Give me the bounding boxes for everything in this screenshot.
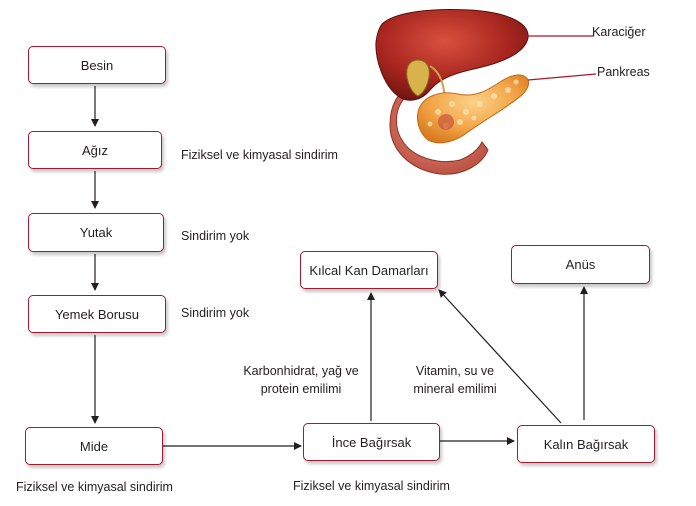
note-yutak: Sindirim yok [181, 229, 250, 243]
node-yemek-borusu: Yemek Borusu [28, 295, 166, 333]
arrow-kalin-kilcal [438, 289, 562, 424]
note-kalin-absorption: Vitamin, su ve mineral emilimi [392, 362, 518, 398]
pancreas-label: Pankreas [597, 65, 650, 79]
liver-label: Karaciğer [592, 25, 646, 39]
node-yutak: Yutak [28, 213, 164, 252]
node-anus: Anüs [511, 245, 650, 284]
note-ince-absorption: Karbonhidrat, yağ ve protein emilimi [236, 362, 366, 398]
node-ince-bagirsak: İnce Bağırsak [303, 423, 440, 461]
note-mide: Fiziksel ve kimyasal sindirim [16, 480, 173, 494]
note-kalin-absorption-line2: mineral emilimi [413, 382, 497, 396]
node-besin: Besin [28, 46, 166, 84]
note-ince-absorption-line2: protein emilimi [260, 382, 342, 396]
note-kalin-absorption-line1: Vitamin, su ve [415, 364, 495, 378]
node-mide: Mide [25, 427, 163, 465]
note-yemek-borusu: Sindirim yok [181, 306, 250, 320]
node-kilcal-kan-damarlari: Kılcal Kan Damarları [300, 251, 438, 289]
node-kalin-bagirsak: Kalın Bağırsak [517, 425, 655, 463]
note-agiz: Fiziksel ve kimyasal sindirim [181, 148, 338, 162]
note-ince-bagirsak: Fiziksel ve kimyasal sindirim [293, 479, 450, 493]
note-ince-absorption-line1: Karbonhidrat, yağ ve [243, 364, 359, 378]
node-agiz: Ağız [28, 131, 162, 169]
gallbladder-shape [406, 59, 430, 97]
